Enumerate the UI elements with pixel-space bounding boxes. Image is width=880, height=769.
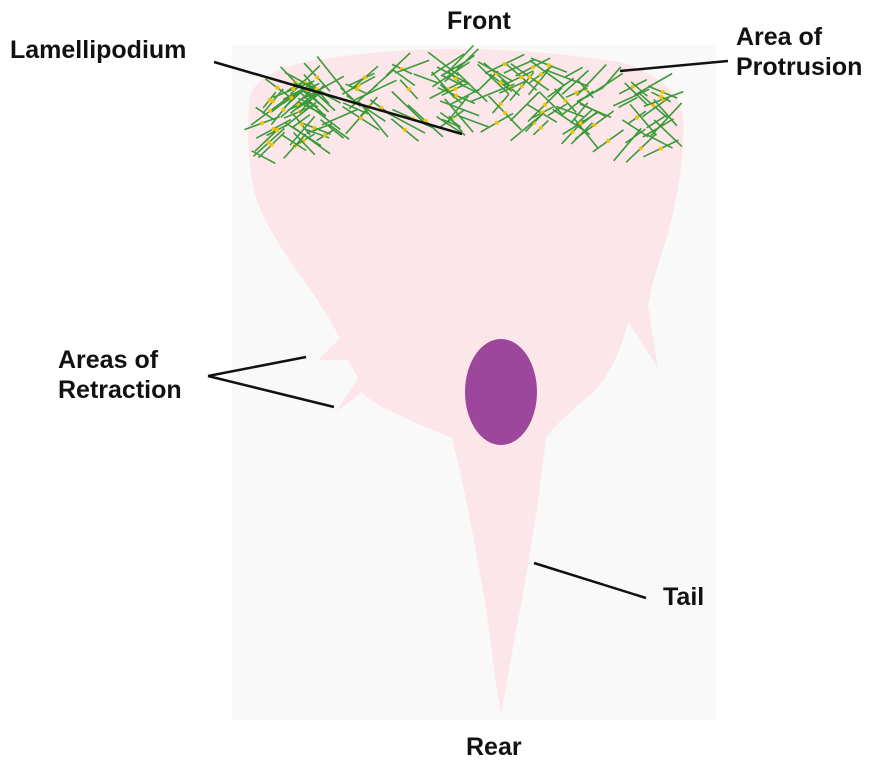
tail-label: Tail (663, 582, 704, 612)
actin-branch-node (454, 77, 458, 81)
actin-branch-node (575, 91, 579, 95)
front-label: Front (447, 6, 511, 36)
actin-branch-node (272, 127, 276, 131)
lamellipodium-label: Lamellipodium (10, 35, 186, 65)
actin-branch-node (520, 85, 524, 89)
actin-branch-node (635, 116, 639, 120)
actin-branch-node (499, 102, 503, 106)
area-of-protrusion-label: Area of Protrusion (736, 22, 862, 82)
nucleus (465, 339, 537, 445)
actin-branch-node (606, 139, 610, 143)
actin-branch-node (547, 63, 551, 67)
actin-branch-node (592, 123, 596, 127)
actin-branch-node (276, 86, 280, 90)
rear-label: Rear (466, 732, 522, 762)
actin-branch-node (271, 99, 275, 103)
actin-branch-node (563, 99, 567, 103)
actin-branch-node (281, 108, 285, 112)
actin-branch-node (503, 62, 507, 66)
actin-branch-node (659, 147, 663, 151)
actin-branch-node (539, 126, 543, 130)
actin-branch-node (571, 130, 575, 134)
actin-branch-node (528, 75, 532, 79)
actin-branch-node (543, 103, 547, 107)
actin-branch-node (503, 111, 507, 115)
actin-branch-node (661, 90, 665, 94)
actin-branch-node (359, 116, 363, 120)
actin-branch-node (639, 146, 643, 150)
actin-branch-node (315, 75, 319, 79)
actin-branch-node (579, 121, 583, 125)
areas-of-retraction-label: Areas of Retraction (58, 345, 182, 405)
actin-branch-node (260, 121, 264, 125)
actin-branch-node (270, 143, 274, 147)
actin-branch-node (323, 133, 327, 137)
actin-branch-node (659, 95, 663, 99)
actin-branch-node (454, 94, 458, 98)
actin-branch-node (539, 72, 543, 76)
actin-branch-node (453, 87, 457, 91)
actin-branch-node (363, 76, 367, 80)
actin-branch-node (495, 121, 499, 125)
actin-branch-node (291, 87, 295, 91)
actin-branch-node (499, 81, 503, 85)
actin-branch-node (531, 65, 535, 69)
actin-branch-node (407, 87, 411, 91)
actin-branch-node (403, 128, 407, 132)
actin-branch-node (519, 75, 523, 79)
actin-branch-node (275, 128, 279, 132)
actin-branch-node (268, 98, 272, 102)
actin-branch-node (300, 122, 304, 126)
actin-branch-node (268, 109, 272, 113)
